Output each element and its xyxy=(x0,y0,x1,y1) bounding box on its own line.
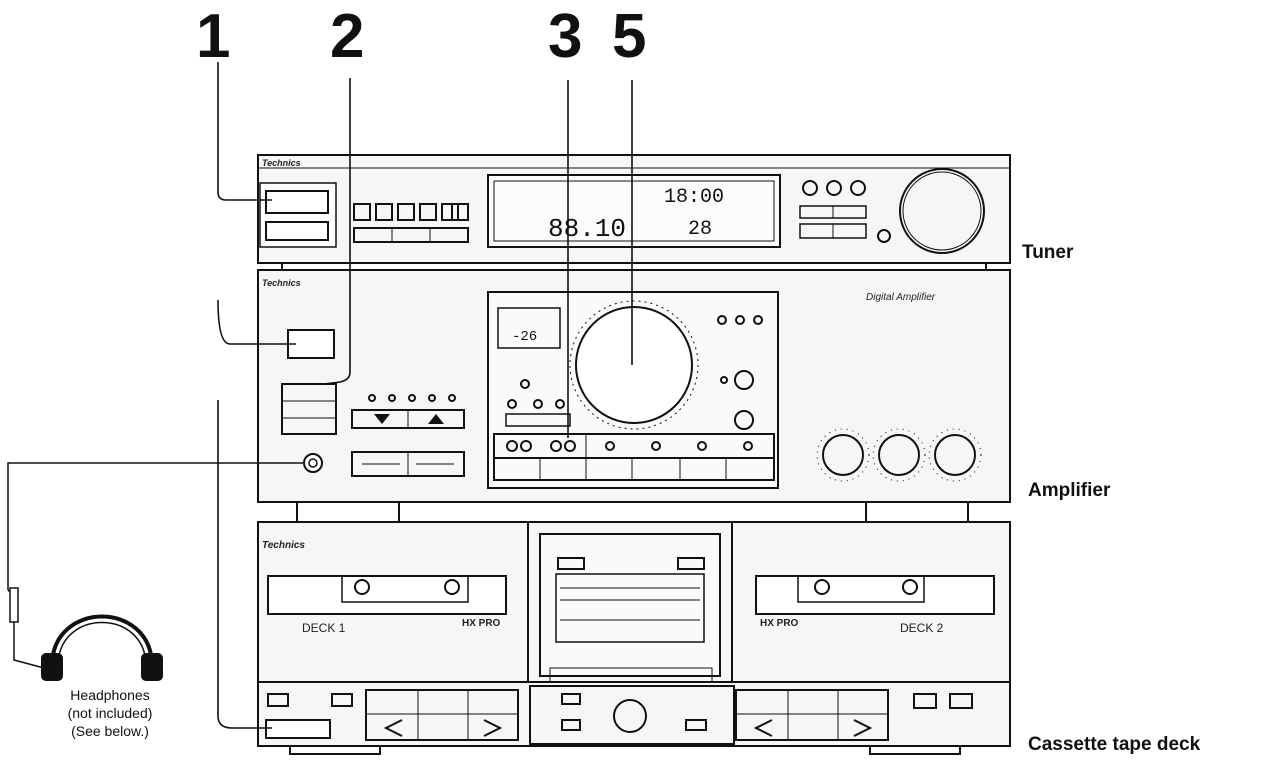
deck2-hx-pro: HX PRO xyxy=(760,618,799,629)
deck-center-panel xyxy=(539,533,721,677)
tuner-clock-readout: 18:00 xyxy=(664,186,724,209)
deck1-cassette-door xyxy=(267,575,507,615)
leader-2 xyxy=(323,78,351,385)
cassette-deck-label: Cassette tape deck xyxy=(1028,734,1201,755)
headphones-caption: Headphones (not included) (See below.) xyxy=(20,686,200,740)
deck2-cassette-door xyxy=(755,575,995,615)
deck-control-strip xyxy=(257,681,1011,755)
headphones-caption-line2: (not included) xyxy=(67,705,153,721)
callout-number-1: 1 xyxy=(196,2,231,71)
tone-knobs xyxy=(816,428,982,482)
right-earcup xyxy=(141,653,163,681)
left-earcup xyxy=(41,653,63,681)
amp-volume-display xyxy=(497,307,561,349)
tuner-preset-buttons xyxy=(353,203,469,243)
phones-jack xyxy=(303,453,323,473)
deck2-label: DECK 2 xyxy=(900,621,944,635)
tuning-knob xyxy=(899,168,985,254)
tuner-label: Tuner xyxy=(1022,242,1074,263)
deck-center-knob xyxy=(613,699,647,733)
leader-1-tuner xyxy=(217,62,272,201)
headphones-caption-line1: Headphones xyxy=(70,687,150,703)
amplifier-label: Amplifier xyxy=(1028,480,1111,501)
deck1-label: DECK 1 xyxy=(302,621,346,635)
tuner-indicator-knobs xyxy=(799,180,891,243)
callout-number-3: 3 xyxy=(548,2,583,71)
tuner-channel-readout: 28 xyxy=(688,218,712,241)
volume-knob xyxy=(575,306,693,424)
cassette-deck-unit xyxy=(257,521,1011,683)
callout-number-5: 5 xyxy=(612,2,647,71)
tuner-unit xyxy=(257,154,1011,270)
headphones-caption-line3: (See below.) xyxy=(71,723,149,739)
amp-volume-readout: -26 xyxy=(512,329,537,345)
tuner-display xyxy=(487,174,781,248)
headphones xyxy=(7,462,304,681)
callout-leader-lines xyxy=(217,62,633,729)
deck-display xyxy=(555,573,705,643)
deck-power-button xyxy=(265,719,331,739)
deck1-hx-pro: HX PRO xyxy=(462,618,501,629)
tuner-frequency-readout: 88.10 xyxy=(548,214,626,244)
deck-brand: Technics xyxy=(262,540,305,551)
callout-number-2: 2 xyxy=(330,2,365,71)
amplifier-unit xyxy=(257,269,1011,523)
amp-script-logo: Digital Amplifier xyxy=(866,292,936,303)
tuner-brand: Technics xyxy=(262,158,301,168)
amp-mode-buttons xyxy=(351,394,465,477)
leader-1-deck xyxy=(217,400,272,729)
amp-brand: Technics xyxy=(262,278,301,288)
amp-input-buttons xyxy=(281,383,337,435)
leader-1-amplifier xyxy=(217,299,296,345)
